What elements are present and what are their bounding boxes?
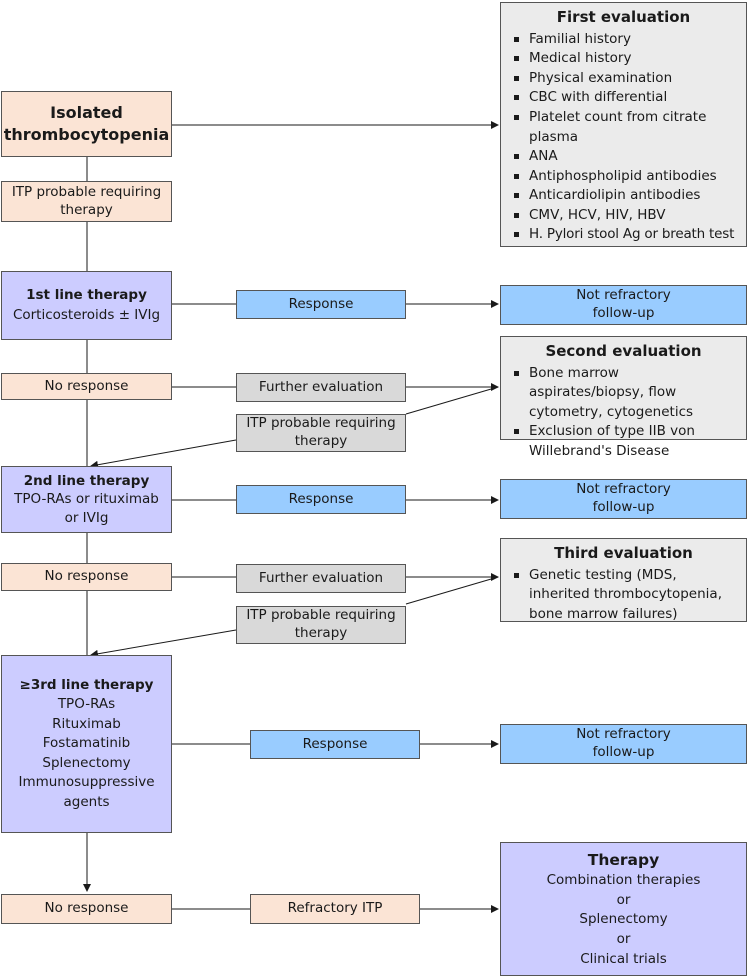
third-line-item: Splenectomy [42, 754, 131, 771]
second-evaluation-item: Bone marrow aspirates/biopsy, flow cytom… [514, 364, 738, 423]
second-line-title: 2nd line therapy [23, 473, 150, 490]
arrow-to-third-line [90, 629, 237, 658]
isolated-thrombocytopenia-label: Isolated thrombocytopenia [3, 103, 170, 144]
no-response-box-3: No response [1, 894, 172, 924]
therapy-line: or [616, 891, 631, 908]
refractory-itp-label: Refractory ITP [287, 900, 383, 917]
third-line-item: TPO-RAs [57, 696, 116, 713]
isolated-thrombocytopenia-box: Isolated thrombocytopenia [1, 91, 172, 157]
arrow-to-second-line [90, 439, 237, 469]
second-line-therapy-box: 2nd line therapy TPO-RAs or rituximab or… [1, 466, 172, 533]
response-label-1: Response [288, 295, 354, 312]
first-evaluation-title: First evaluation [556, 8, 691, 26]
third-line-item: Rituximab [52, 715, 121, 732]
no-response-label-3: No response [44, 900, 129, 917]
no-response-box-1: No response [1, 373, 172, 400]
response-box-1: Response [236, 290, 406, 319]
third-line-item: Fostamatinib [42, 735, 131, 752]
not-refractory-box-1: Not refractory follow-up [500, 285, 747, 325]
third-evaluation-item: Genetic testing (MDS, inherited thromboc… [514, 566, 738, 625]
further-evaluation-box-2: Further evaluation [236, 564, 406, 593]
third-line-title: ≥3rd line therapy [19, 676, 154, 693]
therapy-title: Therapy [587, 850, 660, 869]
further-evaluation-label-1: Further evaluation [258, 378, 384, 395]
no-response-box-2: No response [1, 563, 172, 591]
first-evaluation-item: Anticardiolipin antibodies [514, 186, 738, 206]
itp-probable-box: ITP probable requiring therapy [1, 181, 172, 222]
first-evaluation-box: First evaluation Familial history Medica… [500, 2, 747, 247]
second-line-detail: TPO-RAs or rituximab or IVIg [14, 491, 159, 526]
third-evaluation-title: Third evaluation [554, 544, 693, 562]
first-evaluation-item: ANA [514, 147, 738, 167]
third-evaluation-list: Genetic testing (MDS, inherited thromboc… [509, 566, 738, 625]
third-line-therapy-box: ≥3rd line therapy TPO-RAs Rituximab Fost… [1, 655, 172, 833]
itp-probable-box-3: ITP probable requiring therapy [236, 606, 406, 644]
response-box-2: Response [236, 485, 406, 514]
not-refractory-box-2: Not refractory follow-up [500, 479, 747, 519]
first-evaluation-item: Antiphospholipid antibodies [514, 167, 738, 187]
second-evaluation-item: Exclusion of type IIB von Willebrand's D… [514, 422, 738, 461]
first-evaluation-item: CMV, HCV, HIV, HBV [514, 206, 738, 226]
therapy-line: Combination therapies [546, 872, 701, 889]
second-evaluation-box: Second evaluation Bone marrow aspirates/… [500, 336, 747, 459]
third-evaluation-box: Third evaluation Genetic testing (MDS, i… [500, 538, 747, 622]
therapy-line: or [616, 931, 631, 948]
first-line-detail: Corticosteroids ± IVIg [12, 306, 161, 323]
itp-probable-box-2: ITP probable requiring therapy [236, 414, 406, 452]
first-evaluation-item: H. Pylori stool Ag or breath test [514, 225, 738, 245]
second-evaluation-list: Bone marrow aspirates/biopsy, flow cytom… [509, 364, 738, 462]
response-box-3: Response [250, 730, 420, 759]
therapy-line: Clinical trials [580, 950, 667, 967]
first-evaluation-list: Familial history Medical history Physica… [509, 30, 738, 245]
first-evaluation-item: Medical history [514, 49, 738, 69]
therapy-box: Therapy Combination therapies or Splenec… [500, 842, 747, 976]
response-label-3: Response [302, 735, 368, 752]
itp-probable-label: ITP probable requiring therapy [11, 183, 162, 218]
first-evaluation-item: Familial history [514, 30, 738, 50]
third-line-item: Immunosuppressive agents [18, 774, 155, 810]
second-evaluation-title: Second evaluation [545, 342, 702, 360]
itp-probable-label-3: ITP probable requiring therapy [246, 607, 396, 641]
response-label-2: Response [288, 490, 354, 507]
first-evaluation-item: Platelet count from citrate plasma [514, 108, 738, 147]
not-refractory-box-3: Not refractory follow-up [500, 724, 747, 764]
first-evaluation-item: CBC with differential [514, 88, 738, 108]
first-line-therapy-box: 1st line therapy Corticosteroids ± IVIg [1, 271, 172, 340]
refractory-itp-box: Refractory ITP [250, 894, 420, 924]
not-refractory-label-3: Not refractory follow-up [576, 726, 671, 760]
not-refractory-label-2: Not refractory follow-up [576, 481, 671, 515]
further-evaluation-label-2: Further evaluation [258, 569, 384, 586]
no-response-label-2: No response [44, 568, 129, 585]
no-response-label-1: No response [44, 377, 129, 394]
therapy-line: Splenectomy [579, 911, 668, 928]
first-line-title: 1st line therapy [26, 286, 147, 303]
itp-probable-label-2: ITP probable requiring therapy [246, 415, 396, 449]
first-evaluation-item: Physical examination [514, 69, 738, 89]
further-evaluation-box-1: Further evaluation [236, 373, 406, 402]
not-refractory-label-1: Not refractory follow-up [576, 287, 671, 321]
